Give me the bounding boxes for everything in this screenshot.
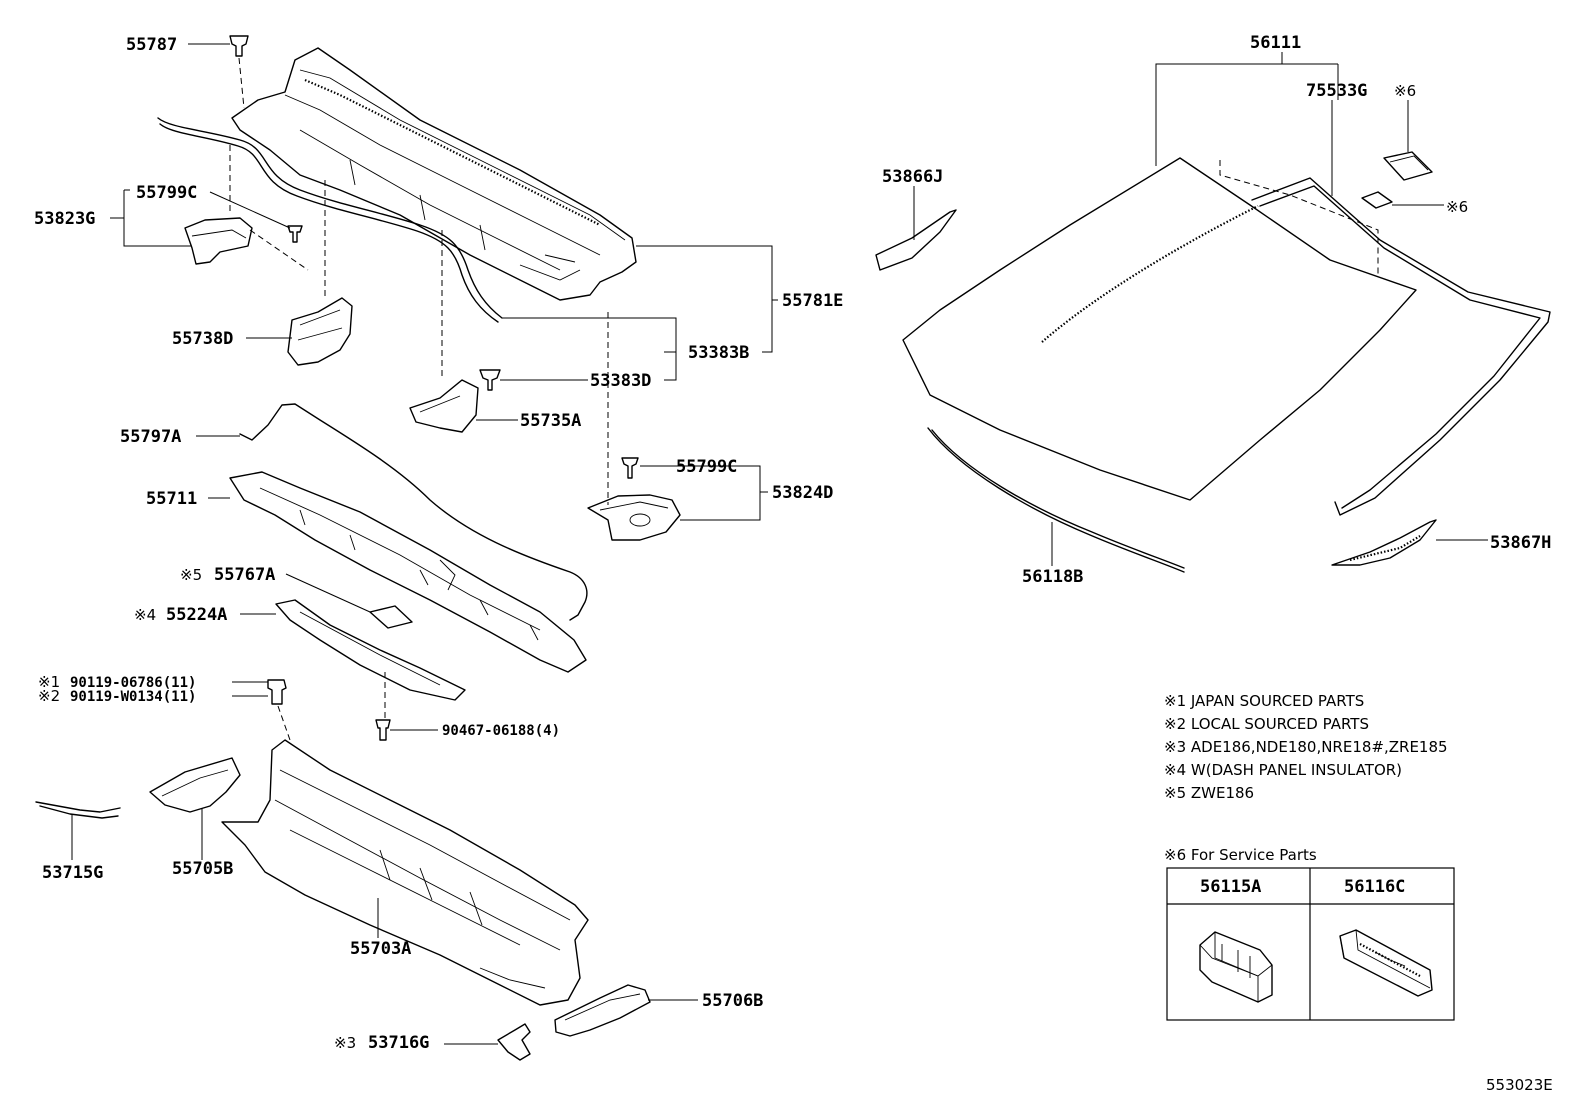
clip-55799c-mid bbox=[607, 312, 639, 505]
molding-56118b bbox=[927, 427, 1185, 573]
label-90119-w0134: 90119-W0134(11) bbox=[70, 689, 196, 705]
label-53824d: 53824D bbox=[772, 483, 833, 503]
molding-53866j bbox=[875, 209, 957, 271]
service-part-56115a-drawing bbox=[1199, 931, 1273, 1003]
seal-cord-55797a bbox=[239, 403, 588, 621]
left-labels: 55787 55799C 53823G 55738D 55781E 53383B… bbox=[34, 35, 843, 1053]
label-55767a: 55767A bbox=[214, 565, 275, 585]
label-53383d: 53383D bbox=[590, 371, 651, 391]
plate-55224a bbox=[275, 599, 466, 718]
insulator-55767a bbox=[369, 605, 413, 629]
dash-panel-55711 bbox=[229, 471, 587, 673]
label-55787: 55787 bbox=[126, 35, 177, 55]
marker-2: ※2 bbox=[38, 687, 60, 705]
service-part-56116c-drawing bbox=[1339, 929, 1433, 997]
windshield-leaders bbox=[913, 52, 1488, 566]
label-55705b: 55705B bbox=[172, 859, 233, 879]
label-55738d: 55738D bbox=[172, 329, 233, 349]
marker-6-side: ※6 bbox=[1446, 198, 1468, 216]
label-90119-06786: 90119-06786(11) bbox=[70, 675, 196, 691]
note-1: ※1 JAPAN SOURCED PARTS bbox=[1164, 692, 1364, 710]
clip-90467 bbox=[375, 719, 391, 741]
note-5: ※5 ZWE186 bbox=[1164, 784, 1254, 802]
label-55781e: 55781E bbox=[782, 291, 843, 311]
label-55711: 55711 bbox=[146, 489, 197, 509]
cowl-louver-panel bbox=[231, 47, 637, 301]
diagram-id: 553023E bbox=[1486, 1076, 1553, 1094]
marker-6-top: ※6 bbox=[1394, 82, 1416, 100]
marker-3: ※3 bbox=[334, 1034, 356, 1052]
label-55799c-top: 55799C bbox=[136, 183, 197, 203]
label-90467-06188: 90467-06188(4) bbox=[442, 723, 560, 739]
marker-1: ※1 bbox=[38, 673, 60, 691]
label-55224a: 55224A bbox=[166, 605, 227, 625]
cowl-seal-tube bbox=[157, 117, 503, 323]
cover-55738d bbox=[287, 180, 353, 366]
notes-block: ※1 JAPAN SOURCED PARTS ※2 LOCAL SOURCED … bbox=[1164, 692, 1448, 802]
note-2: ※2 LOCAL SOURCED PARTS bbox=[1164, 715, 1369, 733]
molding-53867h bbox=[1331, 519, 1437, 566]
label-55799c-mid: 55799C bbox=[676, 457, 737, 477]
windshield-labels: 56111 75533G ※6 ※6 53866J 56118B 53867H bbox=[882, 33, 1551, 587]
bolt-90119 bbox=[267, 679, 291, 741]
label-55703a: 55703A bbox=[350, 939, 411, 959]
label-55735a: 55735A bbox=[520, 411, 581, 431]
note-4: ※4 W(DASH PANEL INSULATOR) bbox=[1164, 761, 1402, 779]
bracket-53823g bbox=[184, 145, 309, 271]
service-parts-table: ※6 For Service Parts 56115A 56116C bbox=[1164, 846, 1455, 1021]
label-53715g: 53715G bbox=[42, 863, 103, 883]
cowl-panel-55703a bbox=[221, 739, 589, 1006]
label-53866j: 53866J bbox=[882, 167, 943, 187]
bracket-53716g bbox=[497, 1023, 531, 1061]
service-col-56116c: 56116C bbox=[1344, 877, 1405, 897]
label-75533g: 75533G bbox=[1306, 81, 1367, 101]
label-53716g: 53716G bbox=[368, 1033, 429, 1053]
brace-55705b bbox=[149, 757, 241, 813]
weatherstrip-75533g bbox=[1251, 177, 1551, 516]
label-55706b: 55706B bbox=[702, 991, 763, 1011]
note-3: ※3 ADE186,NDE180,NRE18#,ZRE185 bbox=[1164, 738, 1448, 756]
service-parts-title: ※6 For Service Parts bbox=[1164, 846, 1317, 864]
marker-4: ※4 bbox=[134, 606, 156, 624]
left-leaders bbox=[71, 43, 778, 1045]
label-56118b: 56118B bbox=[1022, 567, 1083, 587]
clip-55787 bbox=[229, 35, 249, 109]
clip-53383d bbox=[479, 369, 501, 391]
bracket-53715g bbox=[35, 801, 121, 819]
bracket-53824d bbox=[587, 494, 681, 541]
bracket-55706b bbox=[554, 984, 651, 1037]
label-53383b: 53383B bbox=[688, 343, 749, 363]
label-53867h: 53867H bbox=[1490, 533, 1551, 553]
label-53823g: 53823G bbox=[34, 209, 95, 229]
cover-55735a bbox=[409, 230, 479, 433]
clip-55799c-top bbox=[287, 225, 303, 243]
label-56111: 56111 bbox=[1250, 33, 1301, 53]
marker-5: ※5 bbox=[180, 566, 202, 584]
service-clip-b bbox=[1361, 191, 1393, 209]
label-55797a: 55797A bbox=[120, 427, 181, 447]
service-clip-a bbox=[1383, 151, 1433, 181]
service-col-56115a: 56115A bbox=[1200, 877, 1261, 897]
windshield-glass-56111 bbox=[902, 157, 1417, 501]
